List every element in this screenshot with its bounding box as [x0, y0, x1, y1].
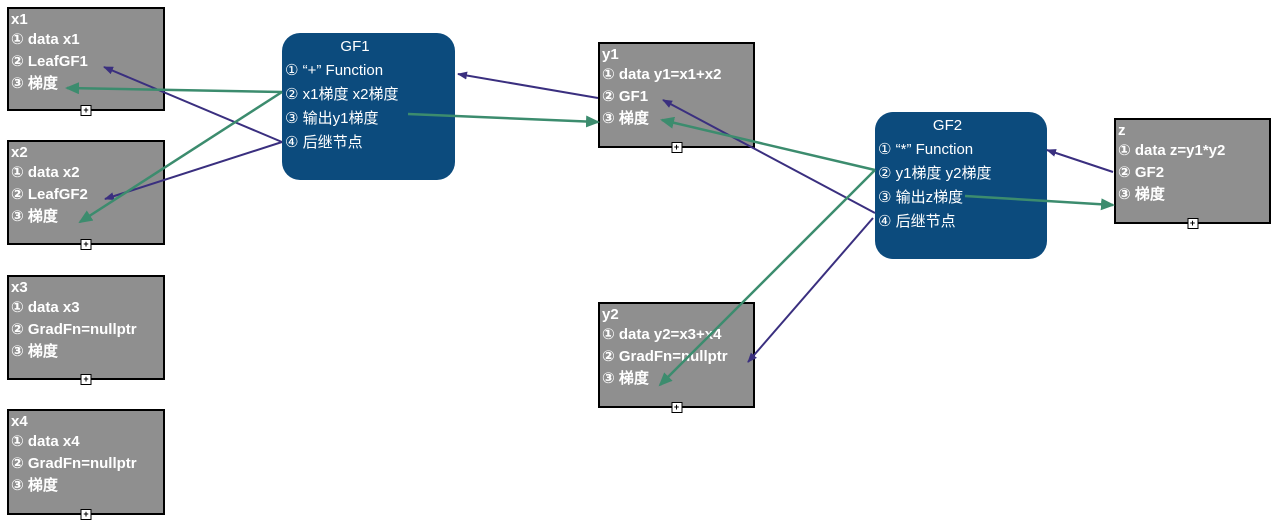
expand-icon[interactable]: +: [1187, 218, 1198, 229]
tensor-title: x4: [11, 413, 28, 430]
tensor-data-field: ① data z=y1*y2: [1118, 142, 1226, 159]
function-type-field: ① “*” Function: [878, 141, 974, 158]
expand-icon[interactable]: +: [80, 105, 92, 116]
tensor-data-field: ① data x4: [11, 433, 80, 450]
arrow-y1-to-gf1: [457, 71, 599, 99]
function-next-nodes-field: ④ 后继节点: [878, 213, 956, 230]
tensor-gradfn-field: ② GradFn=nullptr: [602, 348, 728, 365]
tensor-grad-field: ③ 梯度: [602, 110, 649, 127]
tensor-title: y1: [602, 46, 619, 63]
tensor-node-x2[interactable]: x2 ① data x2 ② LeafGF2 ③ 梯度 +: [7, 140, 165, 250]
tensor-gradfn-field: ② GradFn=nullptr: [11, 321, 137, 338]
arrow-gf2-to-y2: [747, 217, 874, 363]
tensor-grad-field: ③ 梯度: [11, 477, 58, 494]
expand-icon[interactable]: +: [80, 374, 92, 385]
function-output-grad-field: ③ 输出z梯度: [878, 189, 964, 206]
arrow-z-to-gf2: [1046, 149, 1114, 173]
tensor-grad-field: ③ 梯度: [11, 208, 58, 225]
tensor-node-y2[interactable]: y2 ① data y2=x3+x4 ② GradFn=nullptr ③ 梯度…: [598, 302, 755, 413]
tensor-gradfn-field: ② GF1: [602, 88, 649, 105]
expand-icon[interactable]: +: [80, 239, 92, 250]
grad-function-node-gf2[interactable]: GF2 ① “*” Function ② y1梯度 y2梯度 ③ 输出z梯度 ④…: [875, 112, 1047, 259]
tensor-title: x1: [11, 11, 28, 28]
function-type-field: ① “+” Function: [285, 62, 384, 79]
tensor-node-x3[interactable]: x3 ① data x3 ② GradFn=nullptr ③ 梯度 +: [7, 275, 165, 385]
tensor-grad-field: ③ 梯度: [1118, 186, 1165, 203]
grad-function-node-gf1[interactable]: GF1 ① “+” Function ② x1梯度 x2梯度 ③ 输出y1梯度 …: [282, 33, 455, 180]
tensor-gradfn-field: ② LeafGF2: [11, 186, 88, 203]
expand-icon[interactable]: +: [671, 402, 682, 413]
tensor-title: y2: [602, 306, 619, 323]
function-input-grads-field: ② y1梯度 y2梯度: [878, 165, 992, 182]
function-input-grads-field: ② x1梯度 x2梯度: [285, 86, 399, 103]
function-next-nodes-field: ④ 后继节点: [285, 134, 363, 151]
tensor-title: x3: [11, 279, 28, 296]
tensor-grad-field: ③ 梯度: [602, 370, 649, 387]
tensor-data-field: ① data x3: [11, 299, 80, 316]
expand-icon[interactable]: +: [671, 142, 682, 153]
tensor-title: z: [1118, 122, 1126, 139]
tensor-gradfn-field: ② LeafGF1: [11, 53, 88, 70]
tensor-data-field: ① data x1: [11, 31, 80, 48]
tensor-node-z[interactable]: z ① data z=y1*y2 ② GF2 ③ 梯度 +: [1114, 118, 1271, 229]
expand-icon[interactable]: +: [80, 509, 92, 520]
tensor-title: x2: [11, 144, 28, 161]
tensor-data-field: ① data y1=x1+x2: [602, 66, 722, 83]
tensor-grad-field: ③ 梯度: [11, 343, 58, 360]
function-output-grad-field: ③ 输出y1梯度: [285, 110, 379, 127]
tensor-grad-field: ③ 梯度: [11, 75, 58, 92]
tensor-node-x1[interactable]: x1 ① data x1 ② LeafGF1 ③ 梯度 +: [7, 7, 165, 116]
tensor-data-field: ① data y2=x3+x4: [602, 326, 722, 343]
function-title: GF1: [340, 38, 370, 55]
tensor-data-field: ① data x2: [11, 164, 80, 181]
function-title: GF2: [932, 117, 963, 134]
tensor-gradfn-field: ② GF2: [1118, 164, 1165, 181]
tensor-node-y1[interactable]: y1 ① data y1=x1+x2 ② GF1 ③ 梯度 +: [598, 42, 755, 153]
tensor-node-x4[interactable]: x4 ① data x4 ② GradFn=nullptr ③ 梯度 +: [7, 409, 165, 520]
tensor-gradfn-field: ② GradFn=nullptr: [11, 455, 137, 472]
